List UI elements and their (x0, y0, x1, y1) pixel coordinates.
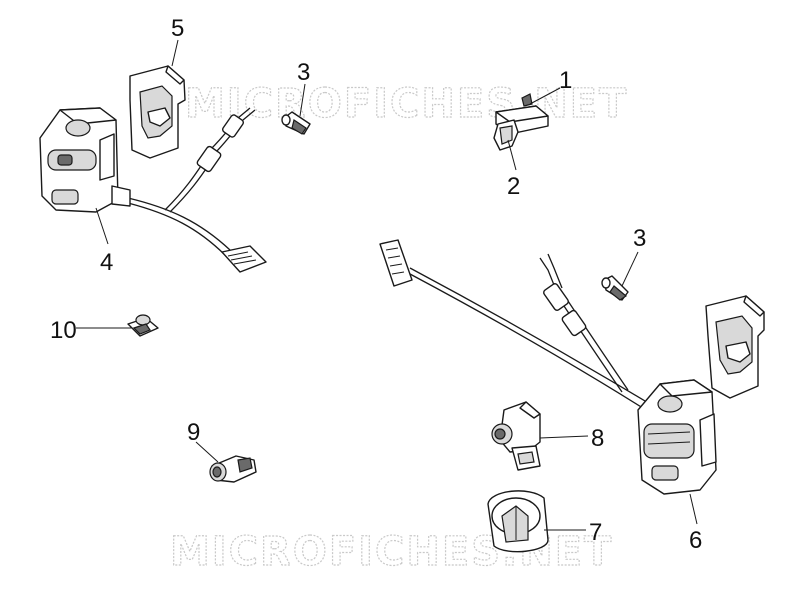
part-4-left-switch-assembly (39, 107, 267, 273)
callout-4: 4 (100, 249, 113, 276)
part-6-right-switch-assembly (379, 239, 717, 495)
part-5-cover-left (129, 65, 186, 159)
callout-1: 1 (559, 67, 572, 94)
callout-3-right: 3 (633, 225, 646, 252)
callout-5: 5 (171, 15, 184, 42)
callout-8: 8 (591, 425, 604, 452)
callout-9: 9 (187, 419, 200, 446)
callout-labels: 5 3 1 2 4 3 10 9 8 7 6 (50, 15, 702, 554)
part-6-cover-right (705, 295, 765, 399)
part-1-2-switch (493, 93, 549, 151)
part-7-ring-cover (487, 490, 549, 553)
callout-3-top: 3 (297, 59, 310, 86)
callout-2: 2 (507, 173, 520, 200)
part-9-socket (209, 455, 257, 483)
part-8-ignition-switch (491, 401, 541, 471)
part-3-bulb-top (281, 111, 311, 135)
callout-10: 10 (50, 317, 77, 344)
watermark-top: MICROFICHES.NET (185, 81, 628, 127)
leader-lines (76, 39, 698, 531)
callout-7: 7 (589, 519, 602, 546)
part-10-clip (127, 314, 159, 337)
part-3-bulb-right (601, 275, 629, 301)
callout-6: 6 (689, 527, 702, 554)
